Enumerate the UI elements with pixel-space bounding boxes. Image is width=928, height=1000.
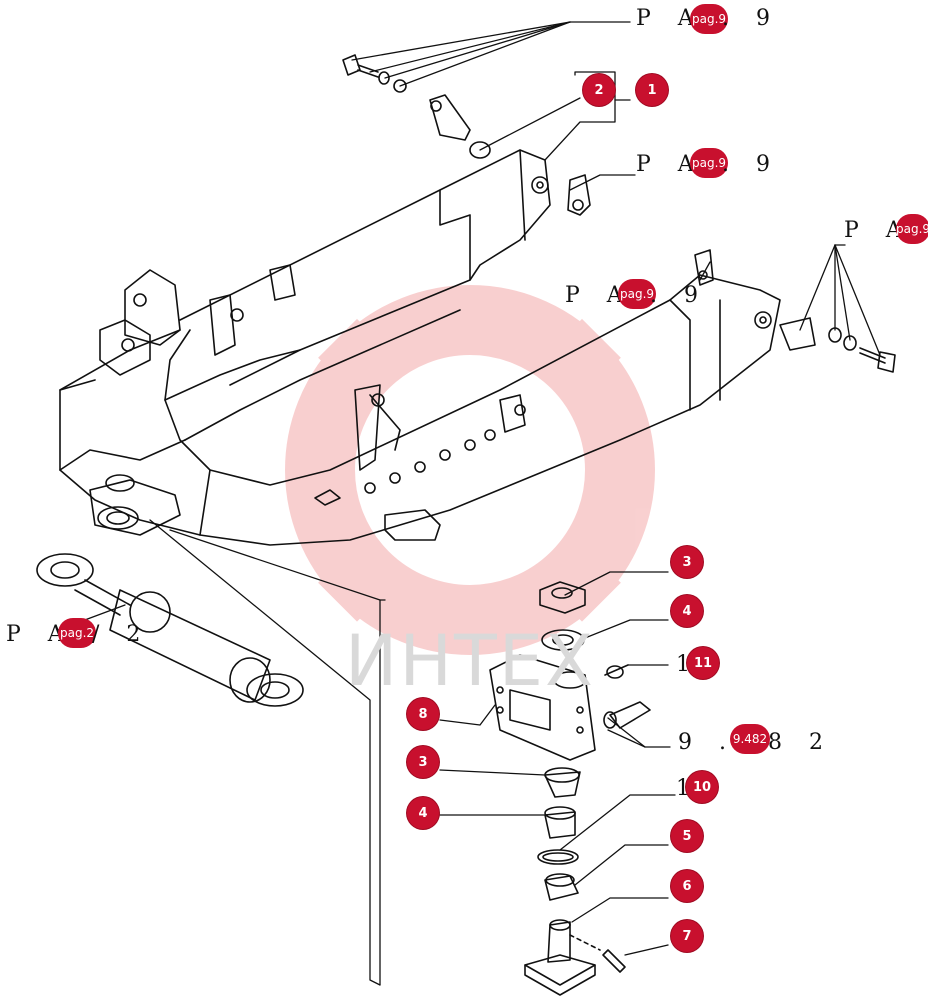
ref-mid-page-link[interactable]: pag.9 [690,148,729,178]
ref-top-page-link[interactable]: pag.9 [690,4,729,34]
ref-bolt-page-link[interactable]: 9.482 [730,724,770,754]
callout-2[interactable]: 2 [583,74,615,106]
ref-top: P A [636,6,704,31]
ref-right-page-link[interactable]: pag.9 [896,214,928,244]
ref-mid-suffix: . 9 [722,152,780,177]
right-bolt-set [779,317,896,373]
callout-6[interactable]: 6 [671,870,703,902]
callout-3-nut[interactable]: 3 [671,546,703,578]
ref-left-page-link[interactable]: pag.2 [58,618,97,648]
ref-left-prefix: P A [6,622,74,647]
ref-top-suffix: . 9 [722,6,780,31]
upper-frame-beam [179,149,551,386]
watermark-text: ИНТЕХ [345,620,595,702]
ref-center-suffix: . 9 [650,283,708,308]
callout-8[interactable]: 8 [407,698,439,730]
ref-top-prefix: P A [636,6,704,31]
watermark-gear [285,285,655,655]
callout-11[interactable]: 11 [687,647,719,679]
ref-mid-prefix: P A [636,152,704,177]
pivot-stack [489,581,651,996]
callout-10[interactable]: 10 [686,771,718,803]
top-bolt-set [342,54,491,159]
ref-bolt-suffix: 8 2 [768,730,833,755]
callout-7[interactable]: 7 [671,920,703,952]
ref-left-suffix: / 2 [92,622,151,647]
callout-5[interactable]: 5 [671,820,703,852]
callout-4-bushing[interactable]: 4 [407,797,439,829]
callout-1[interactable]: 1 [636,74,668,106]
leader-lines [57,21,881,986]
steering-cylinder [36,553,304,707]
callout-3-bushing[interactable]: 3 [407,746,439,778]
label-eleven-digit: 1 [676,652,700,677]
front-frame-beam [59,274,781,546]
ref-center-prefix: P A [565,283,633,308]
ref-bolt-prefix: 9 . [678,730,736,755]
callout-4-washer[interactable]: 4 [671,595,703,627]
ref-center-page-link[interactable]: pag.9 [618,279,657,309]
ref-right-prefix: P A [844,218,912,243]
